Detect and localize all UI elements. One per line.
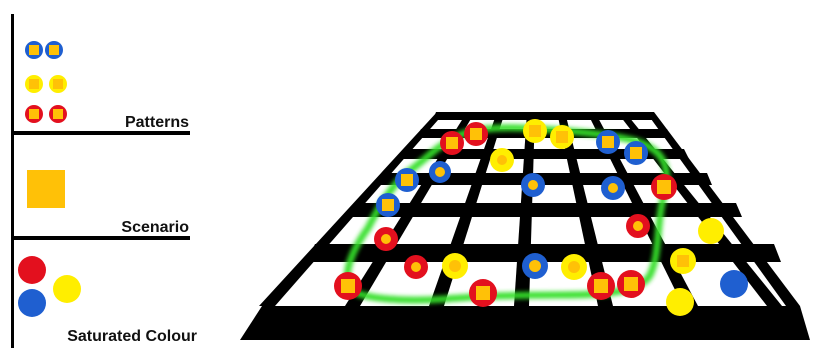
legend-label-patterns: Patterns [125,114,189,131]
yellow-dot-token-icon [561,254,587,280]
saturated-yellow-dot-icon [53,275,81,303]
red-dot-token-icon [404,255,428,279]
pattern-red-token-icon [651,174,677,200]
saturated-blue-dot-icon [720,270,748,298]
yellow-dot-token-icon [490,148,514,172]
scenario-square-icon [27,170,65,208]
legend-divider-scenario [11,236,190,240]
blue-dot-token-icon [601,176,625,200]
pattern-blue-token-icon [25,41,63,59]
red-dot-token-icon [626,214,650,238]
pattern-red-token-icon [464,122,488,146]
pattern-red-token-icon [587,272,615,300]
pattern-red-token-icon [617,270,645,298]
saturated-yellow-dot-icon [666,288,694,316]
pattern-red-token-icon [334,272,362,300]
perspective-grid [240,112,810,340]
legend-vertical-rule [11,14,14,348]
pattern-yellow-token-icon [550,125,574,149]
yellow-dot-token-icon [442,253,468,279]
saturated-blue-dot-icon [18,289,46,317]
red-dot-token-icon [374,227,398,251]
pattern-blue-token-icon [376,193,400,217]
pattern-yellow-token-icon [523,119,547,143]
pattern-red-token-icon [25,105,67,123]
pattern-blue-token-icon [395,168,419,192]
pattern-red-token-icon [440,131,464,155]
legend-label-scenario: Scenario [121,219,189,236]
grid-base-slab [240,306,810,340]
saturated-red-dot-icon [18,256,46,284]
pattern-yellow-token-icon [670,248,696,274]
pattern-yellow-token-icon [25,75,67,93]
saturated-yellow-dot-icon [698,218,724,244]
legend-divider-patterns [11,131,190,135]
legend-label-saturated-colour: Saturated Colour [67,328,197,345]
pattern-blue-token-icon [596,130,620,154]
blue-dot-token-icon [522,253,548,279]
blue-dot-token-icon [429,161,451,183]
pattern-red-token-icon [469,279,497,307]
pattern-blue-token-icon [624,141,648,165]
legend-panel: Patterns Scenario Saturated Colour [11,14,197,348]
blue-dot-token-icon [521,173,545,197]
